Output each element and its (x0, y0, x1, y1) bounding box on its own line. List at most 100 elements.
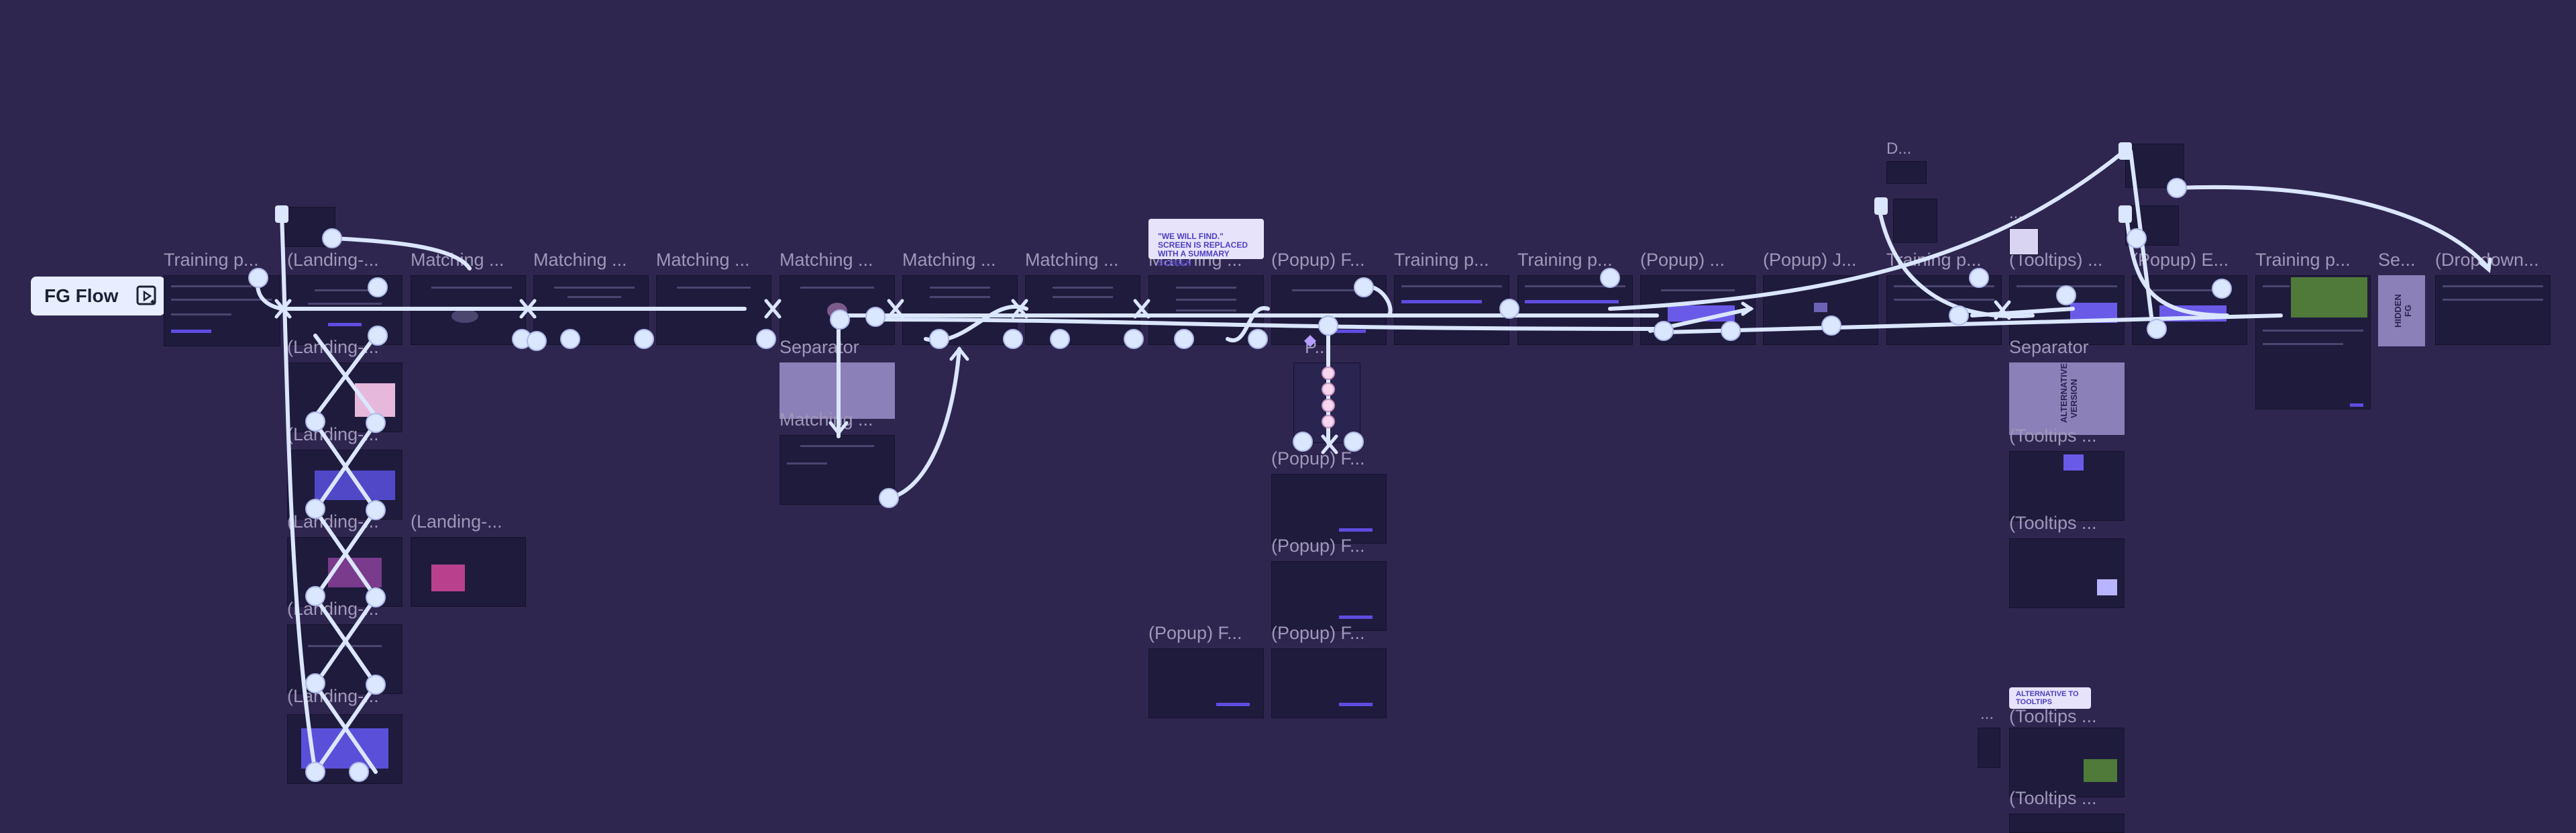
component-icon (1304, 335, 1316, 347)
frame-d[interactable] (1886, 161, 1927, 184)
connector-dot (366, 500, 386, 520)
flow-start-tag[interactable]: FG Flow (31, 277, 165, 315)
frame-label-popup-f-3: (Popup) F... (1271, 536, 1365, 556)
connector-dot (1949, 305, 1969, 326)
connector-dot (830, 309, 850, 330)
play-flow-icon (136, 285, 156, 305)
connector-dot (366, 675, 386, 695)
connector-dot (1600, 268, 1620, 288)
frame-label-matching-3: Matching ... (656, 250, 750, 270)
frame-label-training-5: Training p... (2255, 250, 2351, 270)
connector-dot (2212, 279, 2232, 299)
frame-tooltips-4[interactable] (2009, 728, 2125, 797)
frame-label-matching-5: Matching ... (902, 250, 996, 270)
frame-label-training-1: Training p... (164, 250, 259, 270)
flow-label: FG Flow (44, 285, 119, 306)
arrowhead (2479, 257, 2492, 273)
connector-dot (305, 762, 325, 782)
connector-dot (1969, 268, 1989, 288)
frame-tooltips-2[interactable] (2009, 451, 2125, 521)
frame-matching-sub[interactable] (780, 435, 895, 505)
connector-dot (305, 673, 325, 693)
frame-label-popup-j: (Popup) J... (1763, 250, 1857, 270)
frame-mini-sidebar[interactable] (1978, 728, 2000, 768)
frame-label-popup-f-5: (Popup) F... (1271, 623, 1365, 643)
frame-tooltips-3[interactable] (2009, 538, 2125, 608)
cross-6 (1133, 299, 1150, 319)
connector-dot (2167, 178, 2187, 198)
connector-dot (366, 413, 386, 433)
connector-pin (2118, 205, 2132, 223)
wire-main-3 (870, 317, 1666, 331)
cross-4 (887, 299, 904, 319)
wire-main-1 (256, 276, 747, 311)
component-dot (1322, 399, 1335, 412)
connector-dot (929, 329, 949, 349)
frame-popup-f-5[interactable] (1271, 648, 1387, 718)
frame-popup-f-3[interactable] (1271, 561, 1387, 631)
frame-popup-f-2[interactable] (1271, 474, 1387, 544)
connector-dot (305, 411, 325, 432)
connector-dot (305, 586, 325, 606)
wire-landing-z2 (313, 334, 378, 418)
connector-dot (527, 331, 547, 351)
frame-label-tooltips-4: (Tooltips ... (2009, 706, 2097, 726)
separator-hidden-fg[interactable]: HIDDEN FG (2378, 275, 2425, 346)
connector-pin (275, 205, 288, 223)
separator-alt-version[interactable]: ALTERNATIVE VERSION (2009, 362, 2125, 435)
frame-label-tooltips-2: (Tooltips ... (2009, 426, 2097, 446)
note-alternative[interactable]: ALTERNATIVE TO TOOLTIPS (2009, 687, 2091, 709)
frame-label-popup-f-1: (Popup) F... (1271, 250, 1365, 270)
connector-dot (366, 587, 386, 607)
frame-label-matching-2: Matching ... (533, 250, 627, 270)
connector-pin (1874, 197, 1888, 215)
connector-dot (322, 228, 342, 248)
note-summary[interactable]: "WE WILL FIND." SCREEN IS REPLACED WITH … (1148, 219, 1264, 267)
connector-dot (305, 499, 325, 519)
frame-label-matching-4: Matching ... (780, 250, 873, 270)
frame-landing-side[interactable] (411, 537, 526, 607)
frame-label-landing-1: (Landing-... (287, 250, 379, 270)
connector-dot (368, 277, 388, 297)
wire-landing-z4 (313, 421, 378, 512)
connector-dot (1344, 432, 1364, 452)
wire-matching-back (887, 347, 961, 500)
frame-tooltips-5[interactable] (2009, 814, 2125, 833)
wire-landing-z10 (313, 683, 378, 774)
cross-2 (519, 299, 537, 319)
connector-dot (1003, 329, 1023, 349)
connector-dot (1174, 329, 1194, 349)
frame-dropdown[interactable] (2435, 275, 2551, 345)
arrowhead (1741, 301, 1754, 316)
component-dot (1322, 415, 1335, 428)
frame-label-matching-6: Matching ... (1025, 250, 1119, 270)
frame-label-tooltips-3: (Tooltips ... (2009, 513, 2097, 533)
frame-label-dots-1: ... (2009, 204, 2023, 222)
frame-popup-f-4[interactable] (1148, 648, 1264, 718)
connector-dot (2147, 319, 2167, 339)
frame-label-dots-2: ... (1980, 705, 1994, 723)
connector-dot (1821, 315, 1841, 336)
connector-dot (349, 762, 369, 782)
frame-label-se: Se... (2378, 250, 2416, 270)
component-dot (1322, 383, 1335, 396)
cross-7 (1994, 300, 2011, 320)
wire-top-4 (1876, 202, 2035, 318)
connector-dot (1499, 299, 1519, 319)
connector-dot (634, 329, 654, 349)
frame-label-separator-1: Separator (780, 337, 859, 357)
frame-label-landing-side: (Landing-... (411, 511, 502, 532)
frame-label-popup-f-2: (Popup) F... (1271, 448, 1365, 469)
arrowhead (828, 421, 849, 436)
cross-5 (1011, 299, 1028, 319)
frame-matching-6[interactable] (1025, 275, 1140, 345)
wire-loop-2 (1226, 306, 1270, 343)
connector-dot (1293, 432, 1313, 452)
frame-mini-top-2[interactable] (1893, 199, 1937, 243)
wire-landing-z6 (313, 508, 378, 599)
cross-8 (1321, 434, 1338, 454)
frame-label-training-2: Training p... (1394, 250, 1489, 270)
frame-training-5[interactable] (2255, 275, 2371, 409)
frame-mini-top-5[interactable] (2009, 228, 2039, 255)
